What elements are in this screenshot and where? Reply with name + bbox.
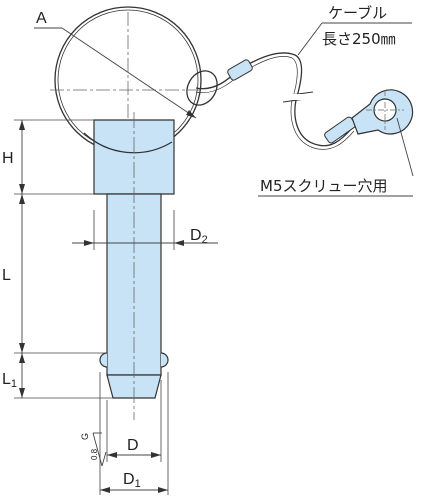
dim-d2-arrow-right — [174, 240, 184, 246]
dim-d-arrow-left — [107, 452, 117, 458]
dim-d2-arrow-left — [84, 240, 94, 246]
cable-loop — [186, 70, 218, 106]
cable-title: ケーブル — [328, 4, 387, 22]
dim-h-arrow-top — [19, 120, 25, 130]
dim-d1-arrow-left — [100, 487, 110, 493]
dim-h-arrow-bottom — [19, 184, 25, 194]
roughness-symbol: G — [80, 433, 90, 440]
cable-sleeve-top — [227, 59, 253, 81]
label-d: D — [127, 437, 139, 454]
label-d1: D1 — [123, 471, 141, 490]
a-arrow-head — [186, 110, 196, 118]
dim-l-arrow-top — [19, 194, 25, 204]
dim-l1-arrow-top — [19, 353, 25, 363]
label-l1: L1 — [2, 371, 17, 390]
label-h: H — [2, 150, 14, 167]
dim-d1-arrow-right — [158, 487, 168, 493]
label-a: A — [36, 10, 47, 27]
screw-label-leader — [396, 117, 414, 177]
label-d2: D2 — [190, 227, 208, 246]
cable-break-gap — [283, 94, 313, 100]
lock-ball-right — [160, 352, 169, 368]
label-l: L — [2, 267, 11, 284]
screw-hole-label: M5スクリュー穴用 — [260, 177, 388, 195]
eyelet-terminal — [351, 89, 414, 135]
cable-label-leader — [297, 22, 323, 56]
a-diameter-line — [61, 27, 197, 119]
dim-l1-arrow-bottom — [19, 388, 25, 398]
surface-roughness-mark — [92, 432, 107, 467]
dim-l-arrow-bottom — [19, 343, 25, 353]
pin-tip — [106, 374, 162, 399]
roughness-value: 0.8 — [90, 448, 99, 460]
dim-d-arrow-right — [151, 452, 161, 458]
lock-ball-left — [99, 352, 108, 368]
ring-front-arc — [83, 132, 173, 154]
cable-length: 長さ250㎜ — [322, 30, 396, 48]
